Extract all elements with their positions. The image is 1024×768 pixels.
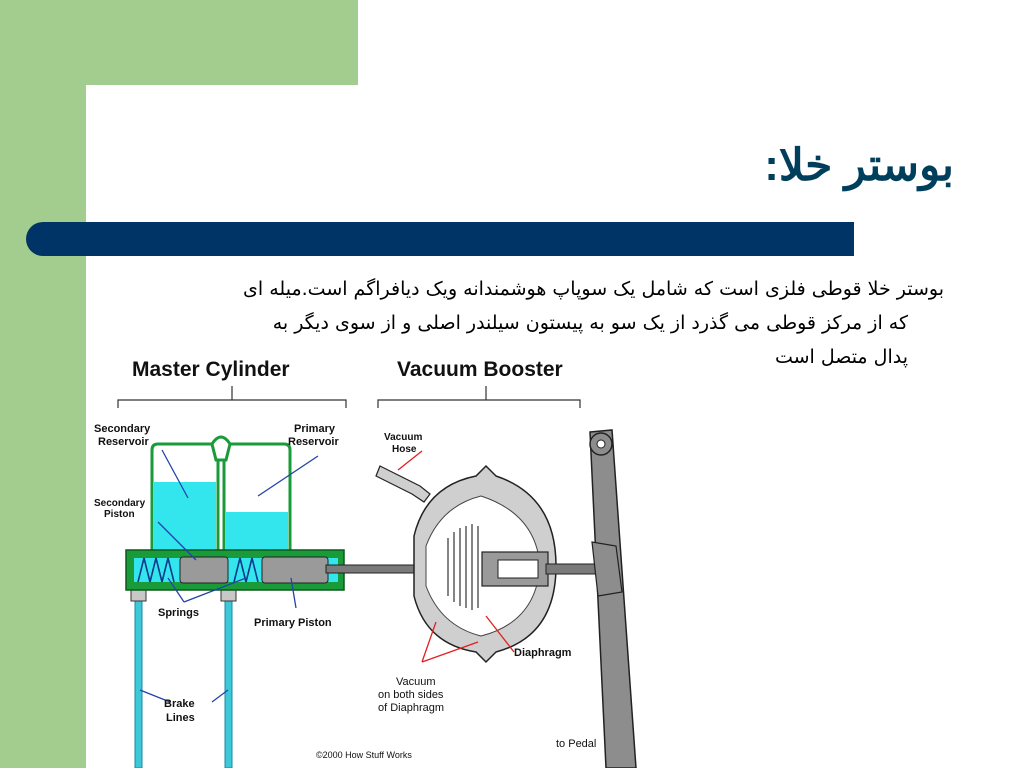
springs (137, 557, 259, 583)
primary-piston (261, 556, 329, 584)
label-brake-lines-1: Brake (164, 698, 195, 710)
green-side-strip (0, 0, 86, 768)
brake-pedal-arm (589, 429, 637, 768)
diaphragm-folds (447, 524, 479, 610)
pedal-pivot-hole (596, 439, 606, 449)
vacuum-hose (375, 465, 431, 503)
brake-line-fitting-right (220, 588, 237, 602)
label-secondary-piston-2: Piston (104, 509, 135, 520)
label-primary-reservoir-1: Primary (294, 423, 336, 435)
label-vacuum-hose-2: Hose (392, 444, 417, 455)
label-springs: Springs (158, 607, 199, 619)
body-line-2: که از مرکز قوطی می گذرد از یک سو به پیست… (272, 312, 908, 334)
vacuum-booster-heading: Vacuum Booster (397, 358, 563, 381)
slide-body-text: بوستر خلا قوطی فلزی است که شامل یک سوپاپ… (130, 272, 958, 374)
callout-lines (139, 449, 515, 703)
reservoir-cap (210, 435, 232, 462)
copyright-notice: ©2000 How Stuff Works (316, 750, 412, 760)
label-vacuum-both-sides-3: of Diaphragm (378, 702, 444, 714)
label-primary-piston: Primary Piston (254, 617, 332, 629)
master-cylinder-heading: Master Cylinder (132, 358, 290, 381)
brake-line-fitting-left (130, 588, 147, 602)
brake-booster-diagram: Master Cylinder Vacuum Booster (94, 358, 637, 768)
label-to-pedal: to Pedal (556, 738, 596, 750)
label-secondary-reservoir-2: Reservoir (98, 436, 149, 448)
pushrod (325, 564, 415, 574)
label-secondary-reservoir-1: Secondary (94, 423, 151, 435)
primary-reservoir-fluid (226, 512, 288, 552)
label-primary-reservoir-2: Reservoir (288, 436, 339, 448)
label-vacuum-hose-1: Vacuum (384, 432, 422, 443)
slide-title: بوستر خلا: (764, 141, 954, 190)
rounded-corner (86, 85, 166, 165)
brake-line-left (134, 599, 143, 768)
brake-line-right (224, 599, 233, 768)
label-secondary-piston-1: Secondary (94, 498, 146, 509)
label-brake-lines-2: Lines (166, 712, 195, 724)
body-line-3: پدال متصل است (774, 346, 908, 368)
vacuum-booster-bracket (377, 386, 581, 408)
label-vacuum-both-sides-1: Vacuum (396, 676, 436, 688)
pedal-clevis (591, 541, 623, 597)
body-line-1: بوستر خلا قوطی فلزی است که شامل یک سوپاپ… (243, 278, 944, 300)
label-vacuum-both-sides-2: on both sides (378, 689, 444, 701)
booster-valve-core (497, 559, 539, 579)
label-diaphragm: Diaphragm (514, 647, 572, 659)
secondary-piston (179, 556, 229, 584)
master-cylinder-bracket (117, 386, 347, 408)
title-underline-bar (26, 222, 854, 256)
